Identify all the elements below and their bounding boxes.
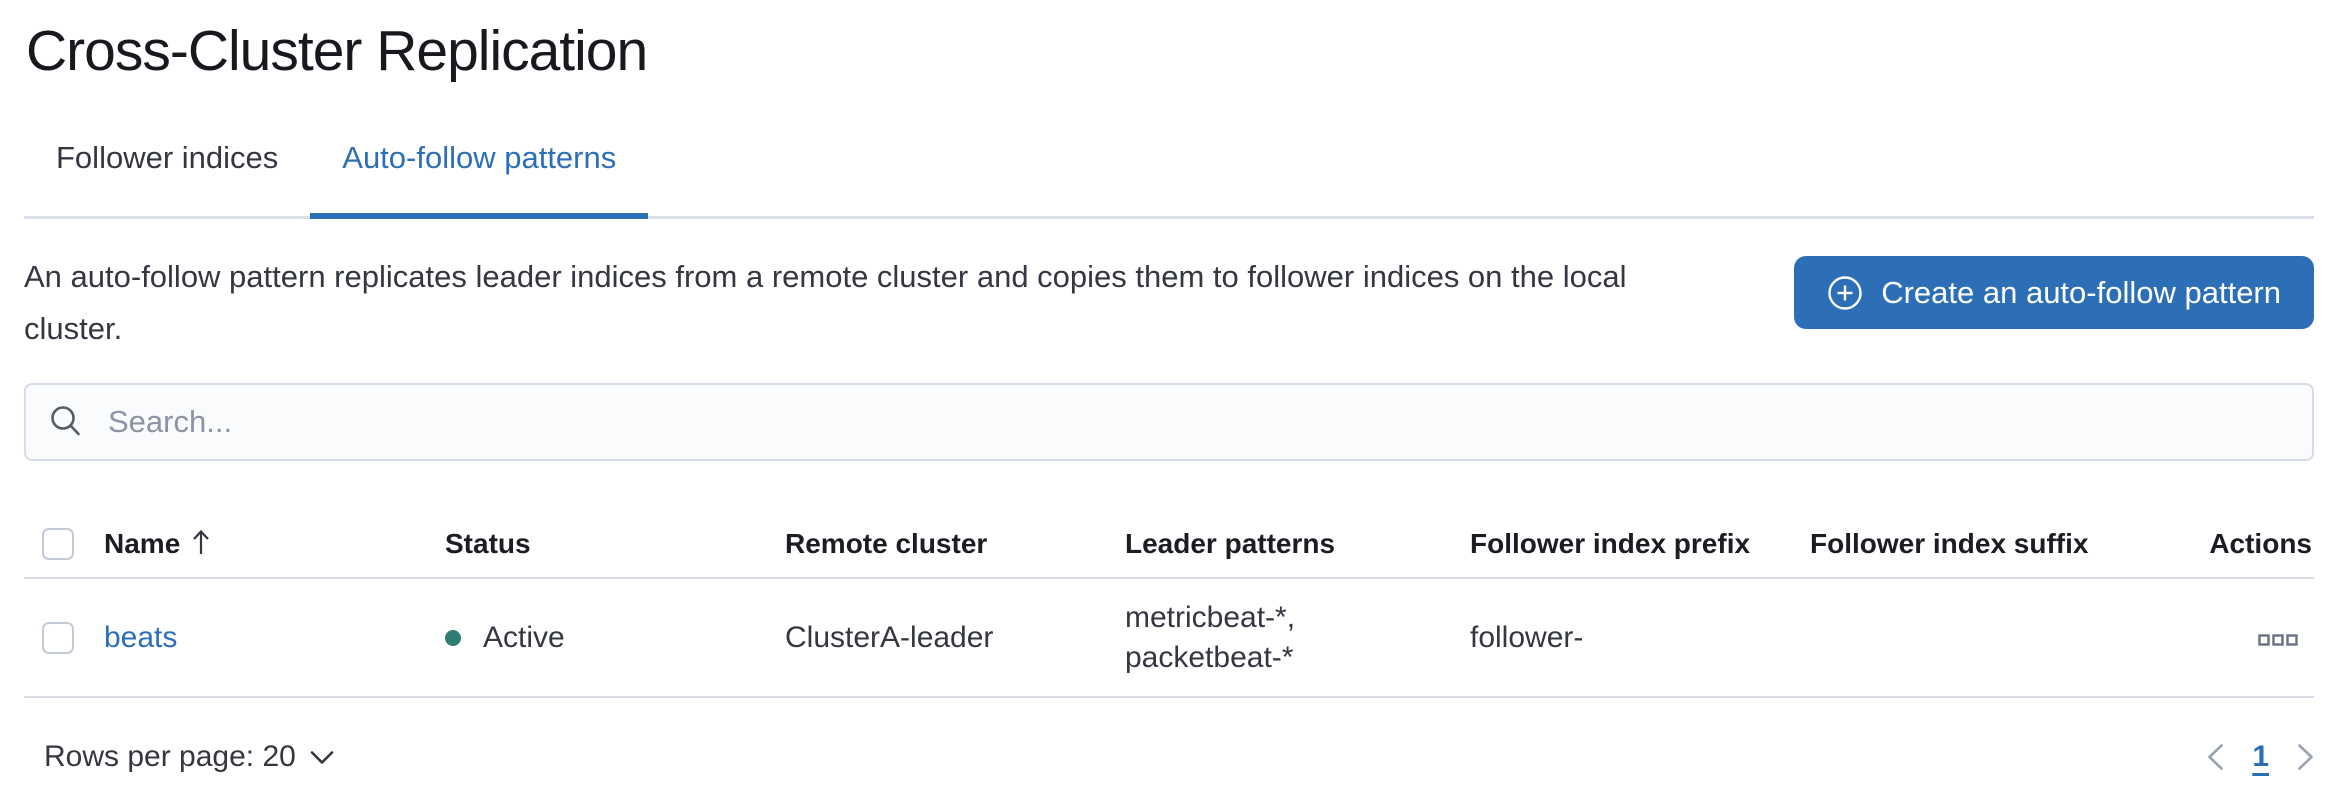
- column-header-name[interactable]: Name: [84, 510, 425, 579]
- table-row: beats Active ClusterA-leader metricbeat-…: [24, 578, 2314, 698]
- leader-pattern-line: metricbeat-*,: [1125, 600, 1296, 634]
- page-title: Cross-Cluster Replication: [26, 19, 648, 83]
- pattern-name-link[interactable]: beats: [104, 620, 178, 654]
- table-header-row: Name Status Remote cluster Leader patter…: [24, 510, 2314, 579]
- status-active-dot: [445, 629, 461, 646]
- search-bar[interactable]: [24, 383, 2314, 461]
- tab-bar: Follower indices Auto-follow patterns: [24, 138, 2314, 219]
- plus-in-circle-icon: [1828, 275, 1862, 310]
- auto-follow-patterns-table: Name Status Remote cluster Leader patter…: [24, 510, 2314, 698]
- pagination: 1: [2207, 740, 2314, 774]
- create-button-label: Create an auto-follow pattern: [1881, 275, 2281, 310]
- intro-section: An auto-follow pattern replicates leader…: [24, 251, 2314, 355]
- chevron-down-icon: [310, 750, 334, 764]
- next-page-button[interactable]: [2297, 743, 2314, 771]
- tab-follower-indices[interactable]: Follower indices: [56, 140, 279, 175]
- leader-patterns-cell: metricbeat-*, packetbeat-*: [1105, 578, 1450, 698]
- tab-auto-follow-patterns[interactable]: Auto-follow patterns: [310, 138, 649, 219]
- chevron-left-icon: [2208, 744, 2224, 770]
- table-footer: Rows per page: 20 1: [24, 734, 2314, 780]
- leader-pattern-line: packetbeat-*: [1125, 640, 1294, 674]
- remote-cluster-cell: ClusterA-leader: [765, 578, 1105, 698]
- boxes-horizontal-icon: [2258, 633, 2298, 646]
- column-header-name-label: Name: [104, 527, 181, 559]
- search-input[interactable]: [106, 392, 2290, 452]
- follower-index-suffix-cell: [1790, 578, 2130, 698]
- column-header-remote-cluster: Remote cluster: [765, 510, 1105, 579]
- column-header-follower-index-prefix: Follower index prefix: [1450, 510, 1790, 579]
- status-label: Active: [483, 620, 565, 654]
- page-number-link[interactable]: 1: [2252, 740, 2269, 773]
- column-header-actions: Actions: [2130, 510, 2314, 579]
- column-header-status: Status: [425, 510, 765, 579]
- rows-per-page-label: Rows per page: 20: [44, 740, 296, 773]
- follower-index-prefix-cell: follower-: [1450, 578, 1790, 698]
- search-icon: [51, 406, 80, 436]
- rows-per-page-selector[interactable]: Rows per page: 20: [44, 740, 334, 774]
- sort-ascending-arrow-icon: [193, 529, 210, 554]
- create-auto-follow-pattern-button[interactable]: Create an auto-follow pattern: [1794, 256, 2314, 329]
- page-description: An auto-follow pattern replicates leader…: [24, 259, 1627, 346]
- row-actions-button[interactable]: [2258, 633, 2298, 647]
- column-header-leader-patterns: Leader patterns: [1105, 510, 1450, 579]
- select-all-checkbox[interactable]: [42, 527, 74, 560]
- chevron-right-icon: [2298, 744, 2313, 770]
- previous-page-button[interactable]: [2207, 743, 2224, 771]
- row-select-checkbox[interactable]: [42, 621, 74, 654]
- column-header-follower-index-suffix: Follower index suffix: [1790, 510, 2130, 579]
